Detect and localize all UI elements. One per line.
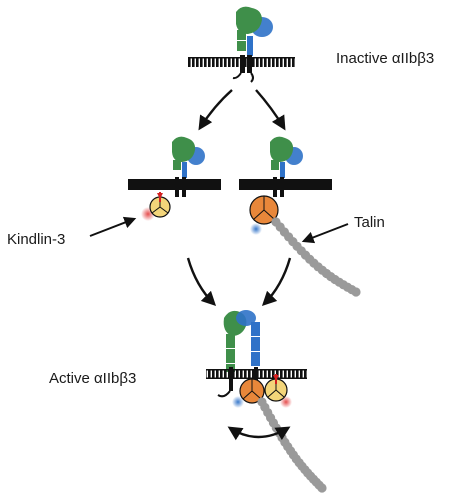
arrow-talin-label (301, 223, 349, 244)
arrow-to-talin (255, 89, 286, 131)
label-inactive-integrin: Inactive αIIbβ3 (336, 50, 435, 67)
inactive-integrin (188, 6, 295, 83)
arrow-to-kindlin (198, 89, 233, 131)
arrow-right-to-active (261, 257, 292, 307)
talin-rod-bead (317, 483, 327, 493)
arrow-left-to-active (186, 257, 217, 307)
active-integrin (206, 310, 327, 493)
talin-bound-integrin (239, 136, 361, 297)
label-kindlin-3: Kindlin-3 (7, 231, 66, 248)
label-talin: Talin (354, 214, 385, 231)
talin-rod-active (257, 397, 327, 493)
label-active-integrin: Active αIIbβ3 (49, 370, 137, 387)
kindlin-bound-integrin (128, 136, 221, 221)
talin-blue-tip (250, 223, 262, 235)
cooperation-double-arrow (227, 426, 291, 441)
talin-rod-bead (351, 287, 361, 297)
arrow-kindlin-label (89, 216, 137, 237)
talin-rod (271, 217, 361, 297)
